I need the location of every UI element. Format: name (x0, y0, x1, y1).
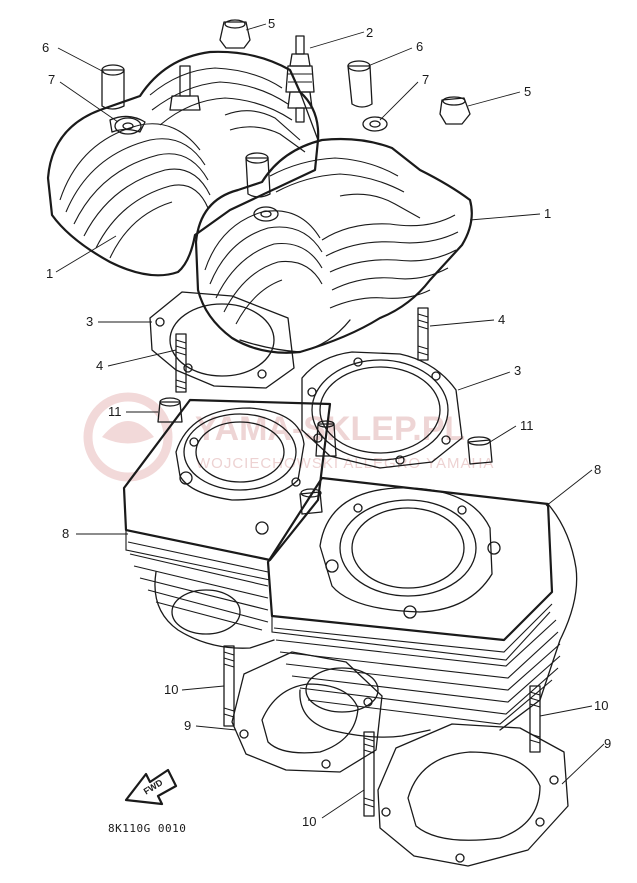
base-gasket-left (231, 651, 383, 773)
callout-5-top: 5 (268, 16, 275, 31)
base-stud-left (223, 645, 235, 727)
callout-11-left: 11 (108, 404, 122, 419)
watermark-logo-ring (83, 392, 173, 482)
cylinder-block (122, 398, 578, 738)
callout-labels: 6 5 2 6 7 7 5 1 1 3 4 4 3 11 11 8 8 10 1… (42, 16, 611, 829)
callout-1-right: 1 (544, 206, 551, 221)
dowel-sleeve-right (347, 60, 373, 108)
callout-4-right: 4 (498, 312, 505, 327)
callout-9-left: 9 (184, 718, 191, 733)
callout-8-left: 8 (62, 526, 69, 541)
callout-7-left: 7 (48, 72, 55, 87)
washer-left (114, 117, 142, 135)
dowel-sleeve-center (245, 152, 271, 198)
watermark-title: YAMA-SKLEP.PL (195, 410, 465, 448)
cap-nut-right (439, 96, 471, 125)
base-stud-center (363, 731, 375, 817)
callout-10-bottom: 10 (302, 814, 316, 829)
watermark-subtitle: WOJCIECHOWSKI ALLEGRO YAMAHA (196, 455, 494, 472)
callout-10-left: 10 (164, 682, 178, 697)
callout-9-right: 9 (604, 736, 611, 751)
head-gasket-right (301, 351, 463, 469)
forward-arrow-icon: FWD (124, 768, 178, 806)
cap-nut-top (219, 19, 251, 49)
washer-center (253, 206, 279, 222)
base-gasket-right (377, 723, 569, 867)
callout-3-left: 3 (86, 314, 93, 329)
stud-bolt-right (417, 307, 429, 361)
drawing-code: 8K110G 0010 (108, 822, 186, 835)
spark-plug-boss-left (169, 65, 201, 111)
base-stud-right (529, 685, 541, 753)
cylinder-head-right (194, 137, 473, 354)
callout-8-right: 8 (594, 462, 601, 477)
washer-right (362, 116, 388, 132)
dowel-pin-center (315, 420, 337, 457)
dowel-pin-left (157, 397, 183, 423)
callout-leaders (55, 23, 605, 819)
dowel-pin-lower (299, 488, 323, 515)
dowel-sleeve-left (101, 64, 125, 110)
cylinder-head-left (46, 50, 320, 277)
spark-plug (285, 35, 315, 123)
callout-10-right: 10 (594, 698, 608, 713)
callout-11-right: 11 (520, 418, 534, 433)
callout-4-left: 4 (96, 358, 103, 373)
callout-2: 2 (366, 25, 373, 40)
callout-5-right: 5 (524, 84, 531, 99)
callout-7-right: 7 (422, 72, 429, 87)
head-gasket-left (149, 291, 295, 389)
callout-6-right: 6 (416, 39, 423, 54)
callout-6-left: 6 (42, 40, 49, 55)
stud-bolt-left (175, 333, 187, 393)
callout-1-left: 1 (46, 266, 53, 281)
watermark: YAMA-SKLEP.PL WOJCIECHOWSKI ALLEGRO YAMA… (83, 392, 494, 482)
callout-3-right: 3 (514, 363, 521, 378)
dowel-pin-right (467, 436, 493, 465)
watermark-logo-mark (102, 421, 154, 444)
